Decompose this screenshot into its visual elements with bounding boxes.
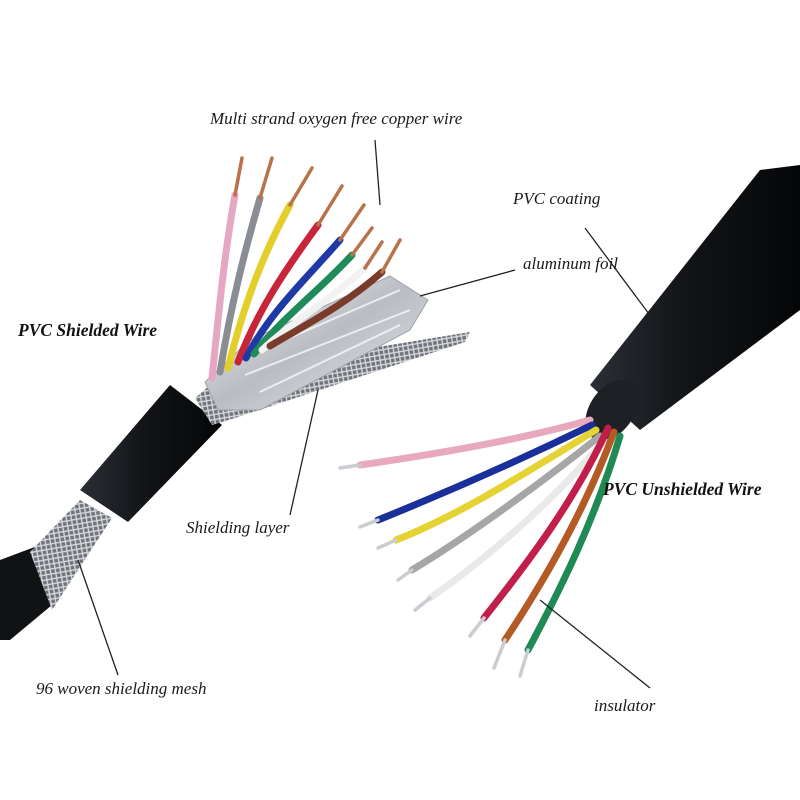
unshielded-core-2 xyxy=(358,421,596,529)
label-pvc-unshielded-wire: PVC Unshielded Wire xyxy=(603,479,762,499)
leader-line-woven-mesh xyxy=(77,559,119,676)
shielded-cable-jacket xyxy=(80,385,222,522)
unshielded-core-8 xyxy=(518,432,624,678)
label-woven-shielding-mesh: 96 woven shielding mesh xyxy=(36,679,207,698)
unshielded-core-1 xyxy=(338,416,594,470)
label-copper-wire: Multi strand oxygen free copper wire xyxy=(210,109,463,128)
leader-lines xyxy=(77,139,653,689)
label-pvc-coating: PVC coating xyxy=(513,189,601,208)
shielded-core-5 xyxy=(242,203,366,362)
shielded-core-6 xyxy=(250,226,374,358)
label-insulator: insulator xyxy=(594,696,656,715)
shielded-cable xyxy=(0,156,470,640)
shielded-core-3 xyxy=(224,166,314,372)
leader-line-pvc-coating xyxy=(584,227,653,319)
unshielded-cable xyxy=(338,165,800,678)
shielded-inner-cores xyxy=(208,156,402,382)
leader-line-copper xyxy=(374,139,381,206)
leader-line-aluminum-foil xyxy=(419,269,516,297)
label-shielding-layer: Shielding layer xyxy=(186,518,290,537)
leader-line-insulator xyxy=(539,599,651,689)
jacket-end-face xyxy=(585,379,639,441)
shielded-core-2 xyxy=(216,156,274,376)
label-aluminum-foil: aluminum foil xyxy=(523,254,618,273)
unshielded-core-4 xyxy=(396,432,604,582)
unshielded-core-6 xyxy=(468,424,612,638)
shielded-core-4 xyxy=(234,184,344,366)
shielded-core-1 xyxy=(208,156,244,382)
unshielded-inner-cores xyxy=(338,416,624,678)
woven-shielding-mesh xyxy=(30,500,112,610)
leader-line-shielding-layer xyxy=(289,389,319,516)
shielded-core-8 xyxy=(266,238,402,350)
unshielded-core-7 xyxy=(492,428,618,670)
unshielded-cable-jacket xyxy=(590,165,800,430)
label-pvc-shielded-wire: PVC Shielded Wire xyxy=(18,320,158,340)
unshielded-core-5 xyxy=(413,436,608,612)
unshielded-core-3 xyxy=(376,426,600,550)
